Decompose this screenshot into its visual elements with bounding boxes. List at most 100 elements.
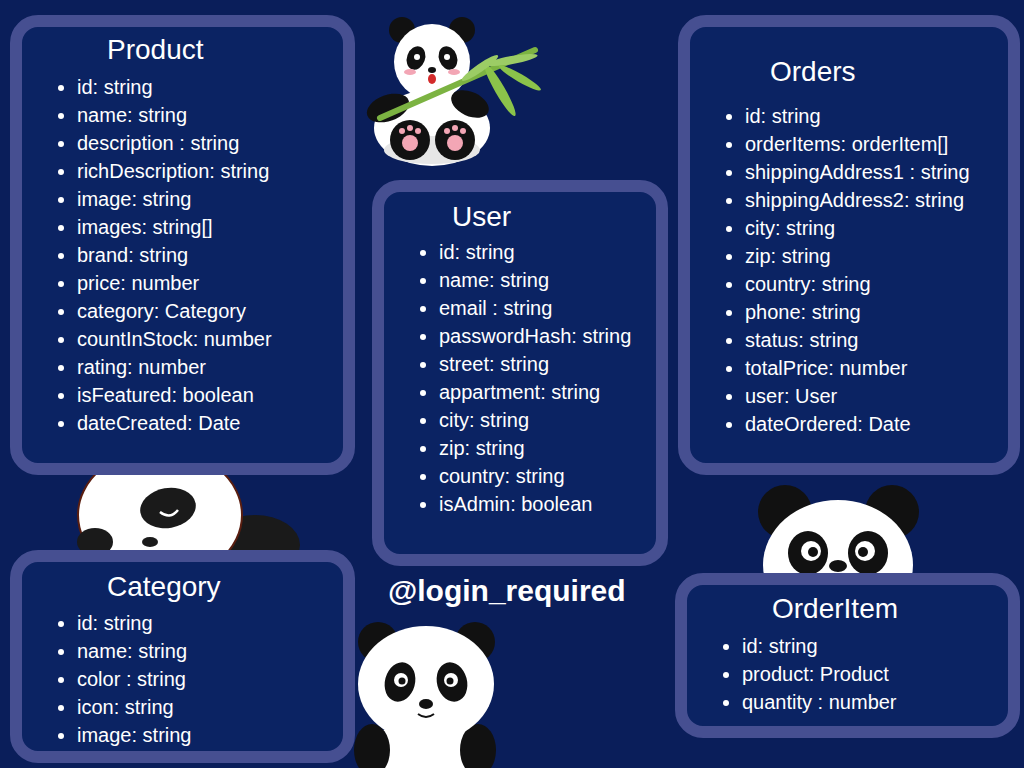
field-item: id: string xyxy=(77,73,343,101)
panda-part xyxy=(452,125,458,131)
field-item: street: string xyxy=(439,350,656,378)
field-item: id: string xyxy=(745,102,1008,130)
panda-part xyxy=(402,135,418,151)
panda-part xyxy=(460,52,501,84)
panda-part xyxy=(444,54,450,60)
panda-part xyxy=(435,44,460,73)
panda-part xyxy=(399,678,406,685)
panda-part xyxy=(448,69,460,75)
field-item: name: string xyxy=(77,637,343,665)
field-list: id: stringorderItems: orderItem[]shippin… xyxy=(690,102,1008,438)
panda-part xyxy=(447,85,493,124)
field-item: zip: string xyxy=(439,434,656,462)
field-item: country: string xyxy=(439,462,656,490)
panda-part xyxy=(447,678,454,685)
entity-box: Product id: stringname: stringdescription… xyxy=(10,15,355,475)
panda-part xyxy=(788,531,828,575)
panda-part xyxy=(848,531,888,575)
panda-part xyxy=(763,500,913,630)
field-item: id: string xyxy=(439,238,656,266)
field-item: icon: string xyxy=(77,693,343,721)
field-item: dateOrdered: Date xyxy=(745,410,1008,438)
panda-part xyxy=(444,673,458,687)
field-item: color : string xyxy=(77,665,343,693)
field-item: phone: string xyxy=(745,298,1008,326)
field-item: product: Product xyxy=(742,660,1008,688)
field-item: status: string xyxy=(745,326,1008,354)
field-item: images: string[] xyxy=(77,213,343,241)
field-item: zip: string xyxy=(745,242,1008,270)
panda-part xyxy=(404,69,416,75)
field-item: passwordHash: string xyxy=(439,322,656,350)
entity-title: User xyxy=(452,200,511,234)
field-item: name: string xyxy=(439,266,656,294)
peeking-panda xyxy=(758,485,919,630)
panda-part xyxy=(829,560,847,572)
panda-part xyxy=(394,24,470,100)
entity-box: User id: stringname: stringemail : string… xyxy=(372,180,668,566)
field-item: richDescription: string xyxy=(77,157,343,185)
field-item: shippingAddress1 : string xyxy=(745,158,1008,186)
panda-part xyxy=(407,125,413,131)
panda-part xyxy=(403,44,428,73)
field-item: dateCreated: Date xyxy=(77,409,343,437)
field-item: city: string xyxy=(439,406,656,434)
field-item: user: User xyxy=(745,382,1008,410)
field-item: isAdmin: boolean xyxy=(439,490,656,518)
field-item: countInStock: number xyxy=(77,325,343,353)
field-item: orderItems: orderItem[] xyxy=(745,130,1008,158)
field-item: country: string xyxy=(745,270,1008,298)
entity-title: Product xyxy=(107,33,204,67)
field-item: id: string xyxy=(742,632,1008,660)
panda-part xyxy=(428,74,436,84)
standing-panda xyxy=(354,622,496,768)
panda-part xyxy=(399,128,405,134)
panda-part xyxy=(855,541,875,561)
panda-part xyxy=(137,483,199,532)
entity-box: Category id: stringname: stringcolor : st… xyxy=(10,550,355,763)
panda-part xyxy=(358,626,494,742)
entity-title: OrderItem xyxy=(772,592,898,626)
entity-title: Category xyxy=(107,570,221,604)
panda-part xyxy=(160,510,178,516)
field-item: appartment: string xyxy=(439,378,656,406)
field-item: city: string xyxy=(745,214,1008,242)
panda-part xyxy=(380,659,419,705)
field-item: isFeatured: boolean xyxy=(77,381,343,409)
field-item: rating: number xyxy=(77,353,343,381)
field-item: image: string xyxy=(77,185,343,213)
field-list: id: stringname: stringemail : stringpass… xyxy=(384,238,656,518)
field-item: price: number xyxy=(77,269,343,297)
field-item: name: string xyxy=(77,101,343,129)
panda-part xyxy=(435,120,475,160)
field-list: id: stringname: stringdescription : stri… xyxy=(22,73,343,437)
field-item: category: Category xyxy=(77,297,343,325)
decorator-label: @login_required xyxy=(388,573,626,609)
panda-part xyxy=(414,54,420,60)
field-list: id: stringproduct: Productquantity : num… xyxy=(687,632,1008,716)
panda-part xyxy=(808,547,818,557)
field-item: brand: string xyxy=(77,241,343,269)
panda-part xyxy=(497,63,543,94)
panda-part xyxy=(432,659,471,705)
entity-box: OrderItem id: stringproduct: Productquant… xyxy=(675,573,1020,738)
panda-part xyxy=(354,724,390,768)
panda-part xyxy=(419,699,433,709)
panda-part xyxy=(390,120,430,160)
field-item: id: string xyxy=(77,609,343,637)
field-item: quantity : number xyxy=(742,688,1008,716)
panda-part xyxy=(394,673,408,687)
field-list: id: stringname: stringcolor : stringicon… xyxy=(22,609,343,749)
entity-title: Orders xyxy=(770,55,856,89)
panda-part xyxy=(428,67,436,73)
panda-part xyxy=(444,128,450,134)
panda-part xyxy=(418,714,434,717)
field-item: email : string xyxy=(439,294,656,322)
panda-part xyxy=(460,128,466,134)
field-item: image: string xyxy=(77,721,343,749)
field-item: totalPrice: number xyxy=(745,354,1008,382)
panda-part xyxy=(447,135,463,151)
bamboo-panda xyxy=(363,17,543,166)
panda-part xyxy=(142,537,158,547)
